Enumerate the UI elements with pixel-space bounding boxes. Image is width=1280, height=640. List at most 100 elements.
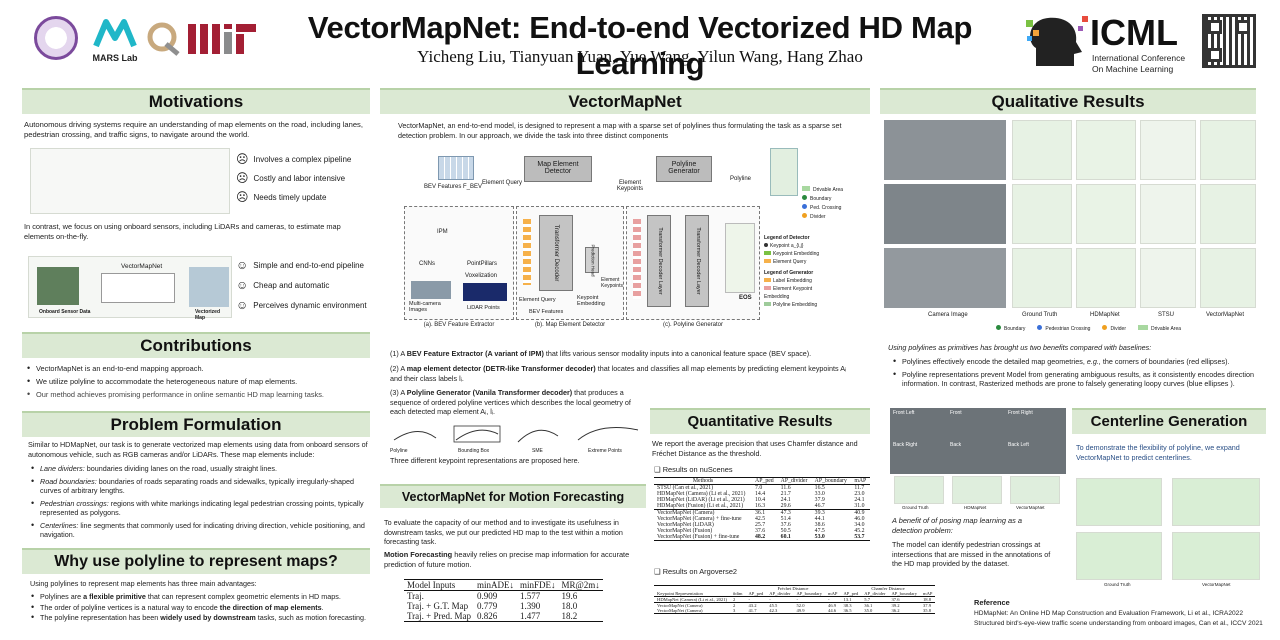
motivations-intro: Autonomous driving systems require an un…	[24, 120, 363, 140]
qual-benefit: Polylines effectively encode the detaile…	[892, 356, 1254, 367]
con-item: Involves a complex pipeline	[253, 154, 352, 164]
voxel-label: Voxelization	[465, 273, 498, 279]
con-item: Costly and labor intensive	[253, 173, 346, 183]
cnns-label: CNNs	[419, 261, 435, 267]
why-item: The order of polyline vertices is a natu…	[30, 602, 374, 613]
motion-forecasting-note: Motion Forecasting heavily relies on pre…	[384, 550, 630, 569]
checkbox-icon: ❑	[654, 567, 663, 576]
frown-icon: ☹	[236, 152, 249, 166]
element-keypoints-label: Element Keypoints	[616, 180, 644, 192]
problem-intro: Similar to HDMapNet, our task is to gene…	[28, 440, 368, 459]
kp-bbox-label: Bounding Box	[458, 448, 490, 454]
nuscenes-title: ❑ Results on nuScenes	[654, 465, 733, 474]
smile-icon: ☺	[236, 278, 249, 292]
qr-code[interactable]	[1202, 14, 1256, 68]
qualitative-col-labels: Camera Image Ground Truth HDMapNet STSU …	[928, 312, 1245, 318]
why-item: The polyline representation has been wid…	[30, 612, 374, 623]
qualitative-grid	[884, 120, 1260, 312]
mars-lab-text: MARS Lab	[92, 53, 138, 63]
kp-sme-label: SME	[532, 448, 543, 454]
frown-icon: ☹	[236, 171, 249, 185]
smile-icon: ☺	[236, 258, 249, 272]
contribution-item: Our method achieves promising performanc…	[26, 389, 370, 401]
element-query-label: Element Query	[482, 180, 523, 186]
table-row: HDMapNet (Camera) (Li et al., 2021)2----…	[654, 597, 936, 603]
quant-intro: We report the average precision that use…	[652, 439, 858, 458]
component-2: (2) A map element detector (DETR-like Tr…	[390, 364, 847, 383]
pros-list: ☺ Simple and end-to-end pipeline ☺ Cheap a…	[236, 258, 376, 312]
vectormapnet-header: VectorMapNet	[380, 88, 870, 114]
transformer-decoder-box: Transformer Decoder	[539, 215, 573, 291]
frown-icon: ☹	[236, 190, 249, 204]
fig-vmn-label: VectorMapNet	[121, 263, 163, 270]
tsinghua-logo	[34, 16, 78, 60]
mit-logo	[186, 22, 258, 56]
kp-polyline-label: Polyline	[390, 448, 408, 454]
bevf-label: BEV Features	[529, 309, 564, 315]
component-1: (1) A BEV Feature Extractor (A variant o…	[390, 349, 812, 358]
smile-icon: ☺	[236, 298, 249, 312]
output-map-thumb	[770, 148, 798, 196]
qual-using: Using polylines as primitives has brough…	[888, 343, 1152, 352]
prediction-head-box: Prediction Head	[585, 244, 599, 277]
bev-extractor-panel: IPM CNNs PointPillars Voxelization Multi…	[404, 206, 514, 320]
qual-benefits: Polylines effectively encode the detaile…	[892, 356, 1254, 392]
vmn-overview-figure: VectorMapNet Onboard Sensor Data Vectori…	[28, 256, 232, 321]
vmn-intro: VectorMapNet, an end-to-end model, is de…	[398, 121, 842, 140]
keypoint-representations-figure: Polyline Bounding Box SME Extreme Points	[388, 420, 646, 454]
detector-legend: Legend of Detector Keypoint a_{i,j} Keyp…	[764, 235, 820, 308]
benefit-body: The model can identify pedestrian crossi…	[892, 540, 1051, 568]
icml-head-logo	[1024, 12, 1090, 70]
contributions-header: Contributions	[22, 332, 370, 358]
problem-item: Lane dividers: boundaries dividing lanes…	[30, 463, 370, 474]
why-polyline-header: Why use polyline to represent maps?	[22, 548, 370, 574]
argoverse-title: ❑ Results on Argoverse2	[654, 567, 738, 576]
kpe-label: Keypoint Embedding	[577, 295, 605, 307]
bev-features-label: BEV Features F_BEV	[424, 184, 483, 190]
motion-intro: To evaluate the capacity of our method a…	[384, 518, 623, 546]
poster-authors: Yicheng Liu, Tianyuan Yuan, Yue Wang, Yi…	[417, 47, 863, 66]
checkbox-icon: ❑	[654, 465, 663, 474]
qz-logo	[146, 20, 182, 58]
motivations-contrast: In contrast, we focus on using onboard s…	[24, 222, 341, 241]
centerline-result-maps: Ground Truth VectorMapNet	[1072, 478, 1266, 590]
ipm-label: IPM	[437, 229, 448, 235]
icml-wordmark: ICML	[1090, 12, 1178, 53]
why-list: Polylines are a flexible primitive that …	[30, 591, 374, 624]
qualitative-header: Qualitative Results	[880, 88, 1256, 114]
qualitative-legend: Boundary Pedestrian Crossing Divider Dri…	[996, 325, 1181, 332]
contributions-list: VectorMapNet is an end-to-end mapping ap…	[26, 363, 370, 402]
pipeline-figure	[30, 148, 230, 214]
problem-header: Problem Formulation	[22, 411, 370, 437]
why-intro: Using polylines to represent map element…	[30, 579, 257, 588]
problem-item: Road boundaries: boundaries of roads sep…	[30, 476, 370, 496]
pro-item: Simple and end-to-end pipeline	[253, 260, 365, 270]
con-item: Needs timely update	[253, 192, 327, 202]
quantitative-header: Quantitative Results	[650, 408, 870, 434]
header-bar: MARS Lab VectorMapNet: End-to-end Vector…	[0, 0, 1280, 81]
centerline-header: Centerline Generation	[1072, 408, 1266, 434]
reference-1: HDMapNet: An Online HD Map Construction …	[974, 610, 1244, 617]
problem-item: Pedestrian crossings: regions with white…	[30, 498, 370, 518]
top-legend: Drivable Area Boundary Ped. Crossing Div…	[802, 186, 843, 222]
keypoint-caption: Three different keypoint representations…	[390, 456, 580, 465]
fig-onboard-label: Onboard Sensor Data	[39, 309, 91, 315]
benefit-heading: A benefit of of posing map learning as a…	[892, 516, 1022, 535]
map-element-detector-box: Map Element Detector	[524, 156, 592, 182]
pro-item: Cheap and automatic	[253, 280, 330, 290]
element-query-col	[523, 219, 531, 285]
reference-title: Reference	[974, 598, 1010, 607]
reference-2: Structured bird's-eye-view traffic scene…	[974, 620, 1263, 627]
